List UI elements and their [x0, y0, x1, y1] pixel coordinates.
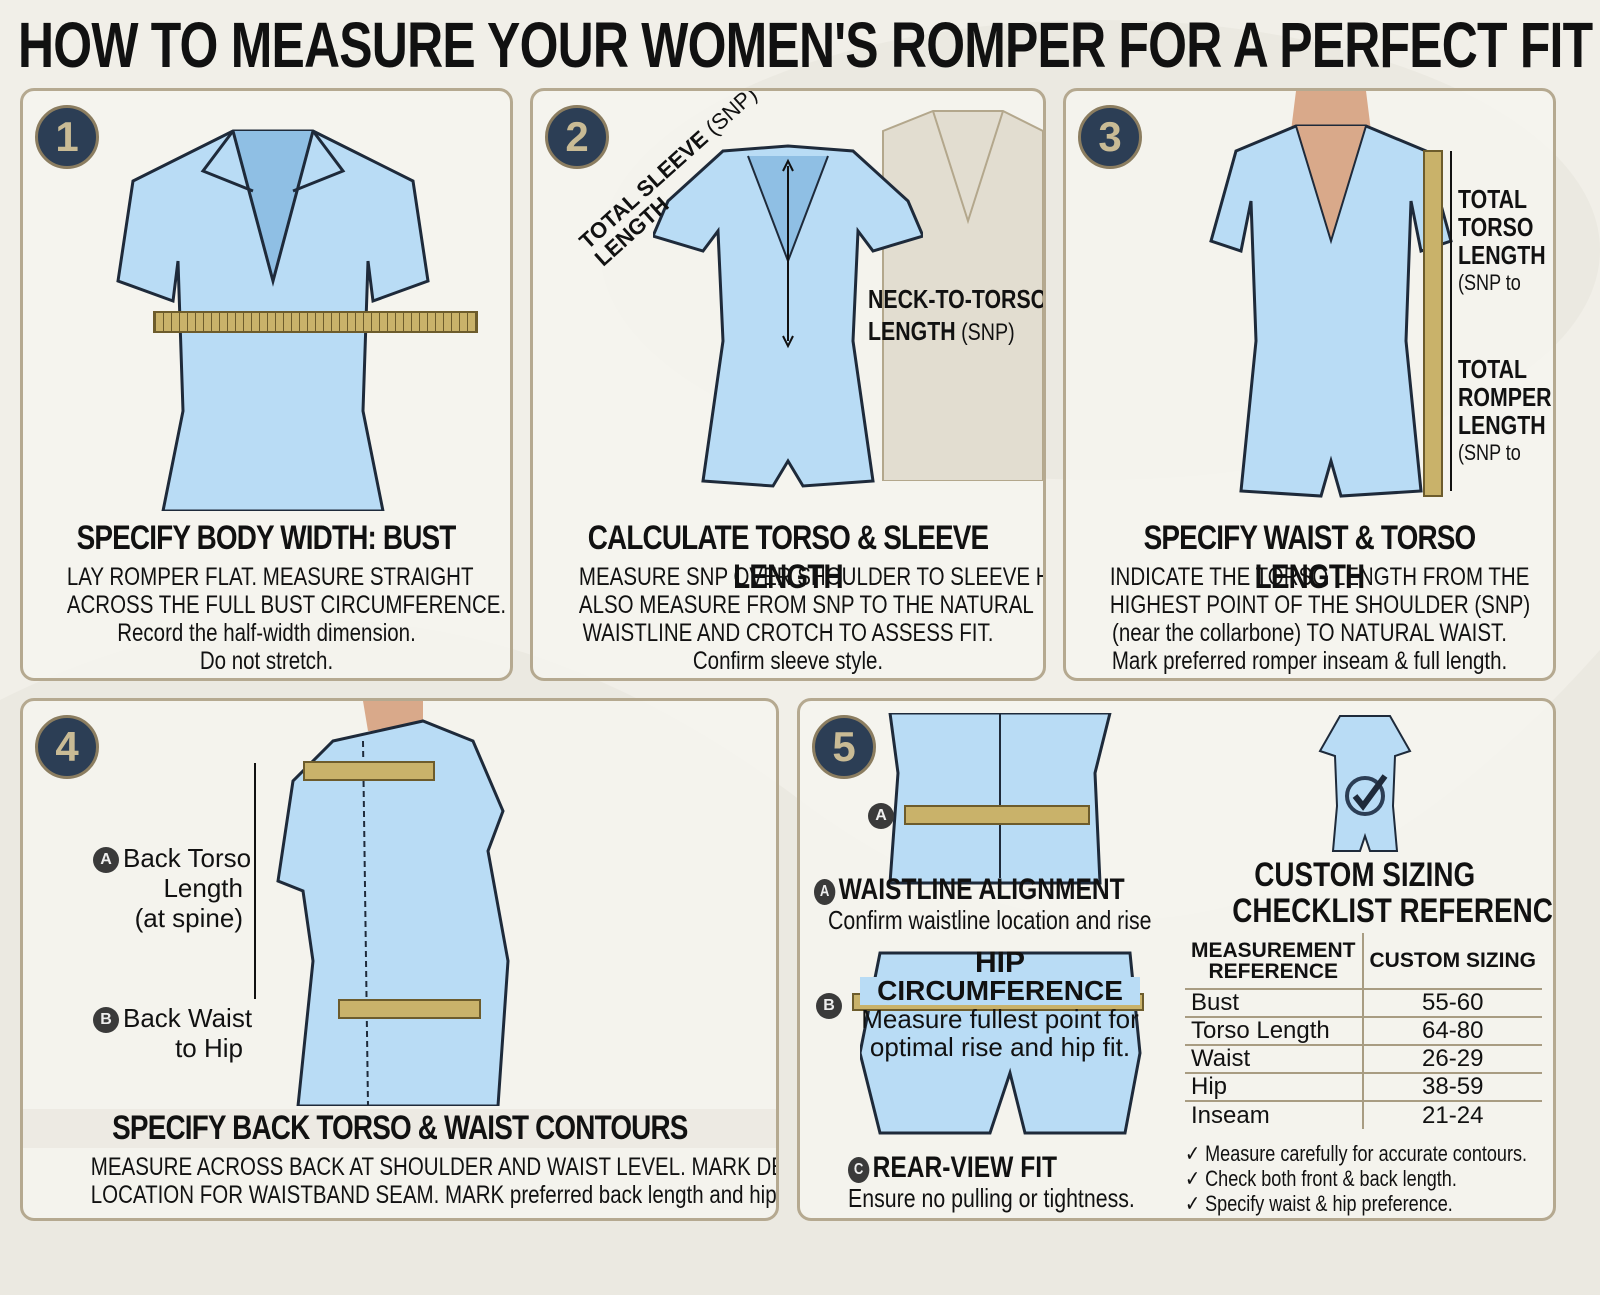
- column-header-custom-sizing: CUSTOM SIZING: [1361, 933, 1542, 990]
- romper-front-illustration: [653, 144, 923, 488]
- panel-torso-sleeve: 2 TOTAL SLEEVE (SNP)LENGTH NECK-TO-TORSO…: [530, 88, 1046, 681]
- badge-a: A: [868, 803, 894, 829]
- panel-heading: SPECIFY BODY WIDTH: BUST: [77, 519, 457, 557]
- length-arrows: [1450, 151, 1452, 491]
- step-number-badge: 5: [812, 715, 876, 779]
- panel-heading: SPECIFY BACK TORSO & WAIST CONTOURS: [23, 1109, 776, 1148]
- panel-heading: SPECIFY WAIST & TORSO LENGTH: [1143, 519, 1477, 596]
- badge-b: B: [816, 993, 842, 1019]
- page-title: HOW TO MEASURE YOUR WOMEN'S ROMPER FOR A…: [18, 9, 1593, 81]
- romper-check-icon: [1318, 715, 1412, 852]
- checklist-notes: ✓ Measure carefully for accurate contour…: [1185, 1141, 1527, 1216]
- measuring-tape-bust: [153, 311, 478, 333]
- measuring-tape-waist: [904, 805, 1090, 825]
- model-romper-illustration: [1209, 91, 1453, 498]
- panel-bust: 1 SPECIFY BODY WIDTH: BUST LAY ROMPER FL…: [20, 88, 513, 681]
- panel-instructions: MEASURE SNP OVER SHOULDER TO SLEEVE HEM.…: [578, 563, 1046, 675]
- waist-hip-illustration: [860, 713, 1142, 1135]
- step-number-badge: 4: [35, 715, 99, 779]
- step-number-badge: 1: [35, 105, 99, 169]
- measuring-tape-waist: [338, 999, 481, 1019]
- romper-outline-background: [882, 110, 1043, 481]
- panel-instructions: MEASURE ACROSS BACK AT SHOULDER AND WAIS…: [90, 1153, 779, 1209]
- back-length-arrow: [254, 763, 256, 999]
- step-number-badge: 2: [545, 105, 609, 169]
- measuring-tape-shoulder: [303, 761, 435, 781]
- panel-heading: CALCULATE TORSO & SLEEVE LENGTH: [587, 519, 989, 596]
- step-number-badge: 3: [1078, 105, 1142, 169]
